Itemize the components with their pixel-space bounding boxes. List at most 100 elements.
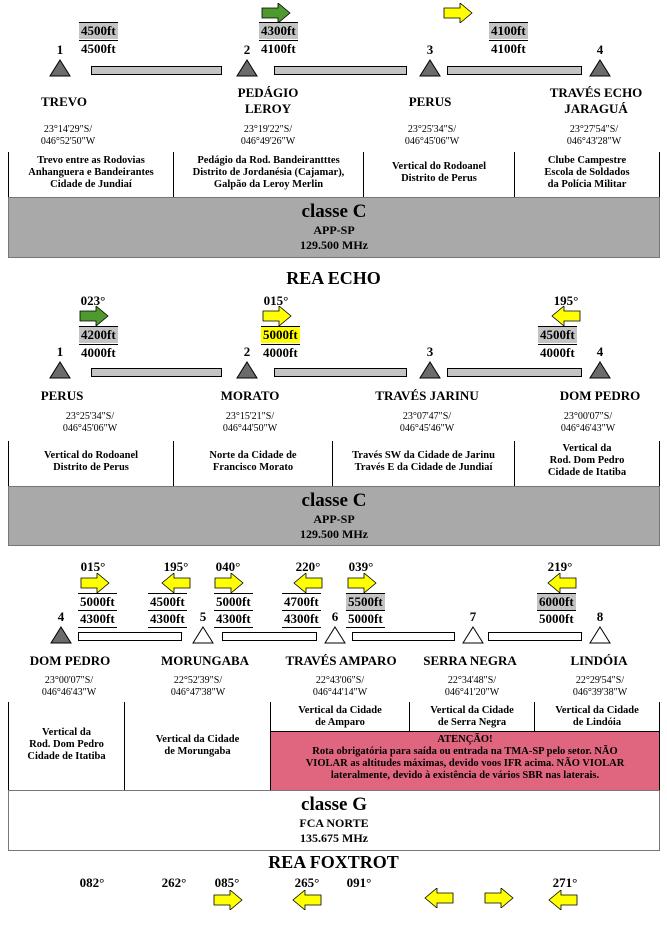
waypoint-triangle-icon [236,361,258,379]
section-title: REA FOXTROT [268,852,399,872]
heading-label: 023° [80,293,106,308]
heading-label: 039° [348,559,374,574]
waypoint-coordinates: 23°27'54"S/046°43'28"W [566,124,622,147]
green-arrow-right-icon [79,306,109,326]
waypoint-triangle-open-icon [192,626,214,644]
yellow-arrow-right-icon [484,888,514,908]
yellow-arrow-left-icon [292,890,322,910]
green-arrow-right-icon [261,3,291,23]
waypoint-name: TRAVÉS JARINU [375,388,479,403]
route-segment [447,66,582,75]
leg2-min-altitude: 4100ft [259,40,298,56]
airspace-class-box: classe G FCA NORTE 135.675 MHz [8,790,660,851]
leg3-max-altitude: 4500ft [538,326,577,343]
route-segment [352,632,455,641]
waypoint-coordinates: 23°14'29"S/046°52'50"W [40,124,96,147]
heading-label: 271° [552,875,578,890]
heading-label: 262° [161,875,187,890]
leg1-min-altitude: 4000ft [79,344,118,360]
waypoint-triangle-icon [236,59,258,77]
airspace-class-box: classe C APP-SP 129.500 MHz [8,197,660,258]
leg2-min-altitude: 4000ft [261,344,300,360]
waypoint-triangle-icon [589,361,611,379]
route-segment [274,66,407,75]
route-segment [447,368,582,377]
waypoint-coordinates: 23°07'47"S/046°45'46"W [399,411,455,434]
heading-label: 195° [553,293,579,308]
waypoint-coordinates: 23°15'21"S/046°44'50"W [222,411,278,434]
heading-label: 265° [294,875,320,890]
waypoint-name: LINDÓIA [570,653,628,668]
heading-label: 015° [80,559,106,574]
waypoint-number: 3 [426,344,434,359]
waypoint-name: TRAVÉS AMPARO [285,653,397,668]
waypoint-triangle-open-icon [462,626,484,644]
waypoint-number: 2 [243,344,251,359]
yellow-arrow-left-icon [293,573,323,593]
waypoint-triangle-icon [419,59,441,77]
heading-label: 082° [79,875,105,890]
waypoint-coordinates: 22°29'54"S/046°39'38"W [572,675,628,698]
waypoint-triangle-open-icon [324,626,346,644]
leg-altitude: 5000ft [78,593,117,609]
waypoint-name: MORATO [220,388,280,403]
leg-altitude: 5000ft [346,610,385,628]
waypoint-coordinates: 22°52'39"S/046°47'38"W [170,675,226,698]
waypoint-number: 7 [469,609,477,624]
leg1-min-altitude: 4500ft [79,40,118,56]
waypoint-coordinates: 23°25'34"S/046°45'06"W [62,411,118,434]
leg-altitude: 6000ft [537,593,576,610]
heading-label: 219° [547,559,573,574]
waypoint-number: 4 [596,42,604,57]
heading-label: 085° [214,875,240,890]
leg-altitude: 4700ft [282,593,321,609]
route-segment [91,66,222,75]
waypoint-number: 4 [57,609,65,624]
leg-altitude: 4500ft [148,593,187,609]
waypoint-triangle-open-icon [589,626,611,644]
waypoint-name: PERUS [408,94,452,109]
yellow-arrow-right-icon [262,306,292,326]
leg-altitude: 4300ft [148,610,187,628]
yellow-arrow-right-icon [347,573,377,593]
yellow-arrow-right-icon [80,573,110,593]
waypoint-name: MORUNGABA [160,653,250,668]
heading-label: 040° [215,559,241,574]
waypoint-triangle-icon [419,361,441,379]
waypoint-triangle-icon [589,59,611,77]
waypoint-triangle-icon [50,626,72,644]
leg-altitude: 4300ft [78,610,117,628]
waypoint-coordinates: 23°00'07"S/046°46'43"W [41,675,97,698]
leg2-max-altitude: 4300ft [259,22,298,39]
waypoint-number: 8 [596,609,604,624]
yellow-arrow-left-icon [551,306,581,326]
yellow-arrow-left-icon [424,888,454,908]
section-title: REA ECHO [286,268,381,288]
waypoint-name: PERUS [40,388,84,403]
heading-label: 220° [295,559,321,574]
warning-box: ATENÇÃO!Rota obrigatória para saída ou e… [271,732,659,790]
airspace-class-box: classe C APP-SP 129.500 MHz [8,486,660,546]
leg-altitude: 4300ft [214,610,253,628]
heading-label: 091° [346,875,372,890]
heading-label: 195° [163,559,189,574]
waypoint-number: 4 [596,344,604,359]
yellow-arrow-right-icon [443,3,473,23]
waypoint-number: 3 [426,42,434,57]
leg-altitude: 5000ft [214,593,253,609]
waypoint-coordinates: 22°34'48"S/046°41'20"W [444,675,500,698]
waypoint-name: TREVO [41,94,87,109]
waypoint-number: 1 [56,42,64,57]
route-segment [91,368,222,377]
waypoint-name: SERRA NEGRA [423,653,517,668]
